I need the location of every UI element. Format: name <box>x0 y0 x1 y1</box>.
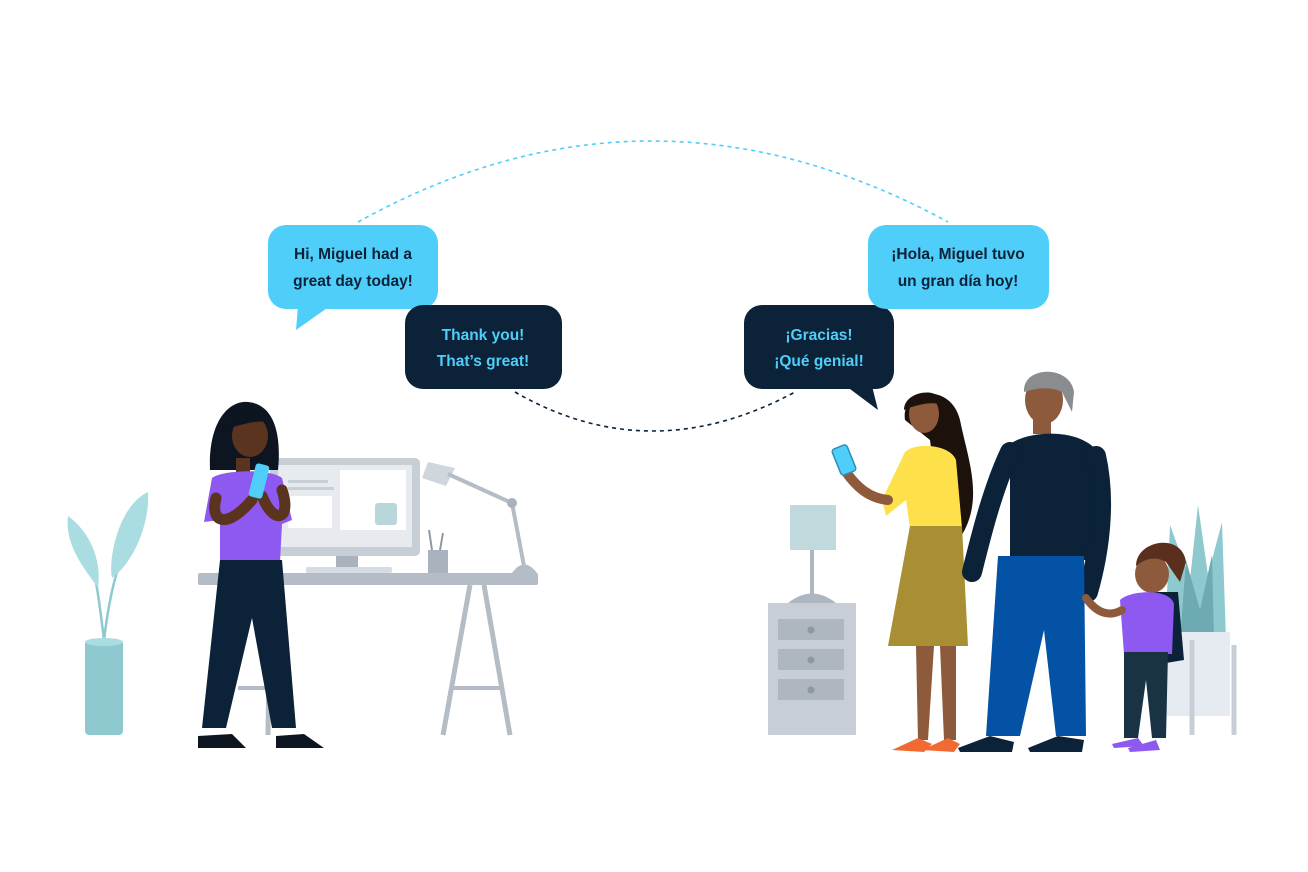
teacher-reply-line2: That’s great! <box>437 353 529 370</box>
teacher-reply-bubble: Thank you! That’s great! <box>405 305 562 389</box>
bottom-dashed-arc <box>514 391 796 432</box>
smartphone-icon <box>831 444 857 476</box>
teacher-figure <box>198 401 324 748</box>
parent-message-bubble: ¡Hola, Miguel tuvo un gran día hoy! <box>868 225 1049 309</box>
parent-reply-line1: ¡Gracias! <box>785 327 852 344</box>
parent-message-line1: ¡Hola, Miguel tuvo <box>891 246 1024 263</box>
top-dashed-arc <box>357 140 949 223</box>
desk-lamp-icon <box>422 462 537 573</box>
smartphone-icon <box>248 463 270 499</box>
parent-message-line2: un gran día hoy! <box>898 273 1019 290</box>
teacher-reply-line1: Thank you! <box>442 327 525 344</box>
teacher-message-bubble: Hi, Miguel had a great day today! <box>268 225 438 330</box>
child-figure <box>1082 542 1186 752</box>
grandfather-figure <box>958 371 1112 752</box>
parent-reply-bubble: ¡Gracias! ¡Qué genial! <box>744 305 894 410</box>
teacher-message-line2: great day today! <box>293 273 413 290</box>
nightstand <box>768 603 856 735</box>
table-lamp <box>788 505 836 603</box>
parent-reply-line2: ¡Qué genial! <box>774 353 864 370</box>
teacher-message-line1: Hi, Miguel had a <box>294 246 412 263</box>
left-plant <box>67 492 149 735</box>
pencil-cup-icon <box>428 529 448 573</box>
mother-figure <box>841 392 974 752</box>
computer-monitor-icon <box>270 458 420 573</box>
